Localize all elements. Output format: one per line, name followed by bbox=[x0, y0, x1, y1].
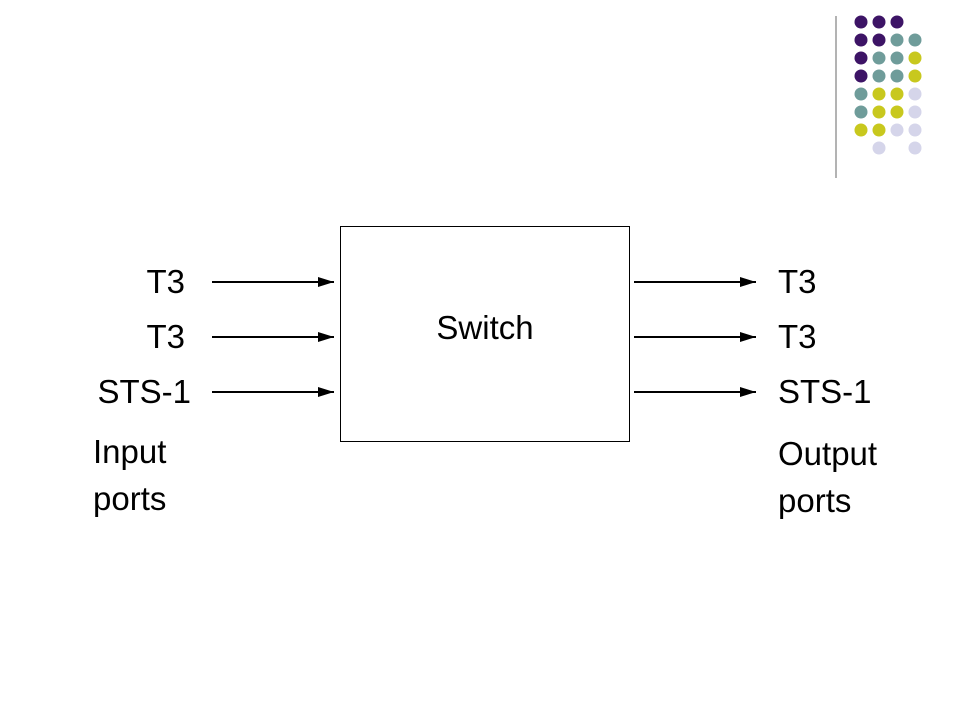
decorative-dot bbox=[908, 51, 922, 65]
decorative-dot bbox=[872, 123, 886, 137]
decorative-dot bbox=[908, 105, 922, 119]
switch-label: Switch bbox=[436, 309, 534, 346]
decorative-dot bbox=[890, 87, 904, 101]
input-port-label-1: T3 bbox=[146, 263, 185, 300]
decorative-dot bbox=[890, 123, 904, 137]
output-port-label-1: T3 bbox=[778, 263, 817, 300]
input-port-label-3: STS-1 bbox=[97, 373, 191, 410]
input-ports-caption: Input ports bbox=[93, 433, 167, 517]
decorative-dot bbox=[854, 33, 868, 47]
decorative-dot bbox=[908, 69, 922, 83]
decorative-dot bbox=[890, 105, 904, 119]
output-ports-caption: Output ports bbox=[778, 435, 878, 519]
output-port-label-3: STS-1 bbox=[778, 373, 872, 410]
output-port-label-2: T3 bbox=[778, 318, 817, 355]
decorative-dot bbox=[872, 105, 886, 119]
input-port-label-2: T3 bbox=[146, 318, 185, 355]
decorative-dot bbox=[854, 105, 868, 119]
decorative-dot bbox=[908, 141, 922, 155]
decorative-dot bbox=[872, 141, 886, 155]
decorative-dot bbox=[872, 51, 886, 65]
decorative-dot bbox=[854, 15, 868, 29]
decorative-dot bbox=[854, 51, 868, 65]
decorative-dot bbox=[908, 87, 922, 101]
decorative-dot bbox=[890, 33, 904, 47]
switch-box: Switch bbox=[340, 226, 630, 442]
decorative-dot bbox=[872, 87, 886, 101]
decorative-dot bbox=[890, 15, 904, 29]
decorative-dot bbox=[872, 15, 886, 29]
decorative-dot bbox=[854, 123, 868, 137]
decorative-dot bbox=[908, 33, 922, 47]
decorative-dot bbox=[854, 69, 868, 83]
decorative-dot bbox=[890, 51, 904, 65]
decorative-dot bbox=[854, 87, 868, 101]
decorative-dot bbox=[890, 69, 904, 83]
decorative-dot bbox=[872, 33, 886, 47]
decorative-dot bbox=[872, 69, 886, 83]
decorative-dot bbox=[908, 123, 922, 137]
